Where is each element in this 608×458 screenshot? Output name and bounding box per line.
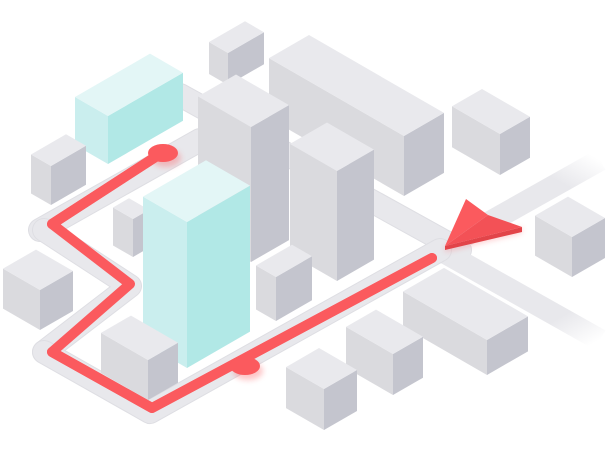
destination-arrow-edge bbox=[445, 227, 522, 250]
building-tall-gray-back bbox=[209, 21, 264, 85]
building-right-face bbox=[572, 217, 605, 277]
building-top-face bbox=[403, 267, 528, 340]
building-right-face bbox=[228, 32, 264, 85]
building-left-face bbox=[209, 42, 228, 85]
building-right-face bbox=[404, 112, 444, 196]
building-right-face bbox=[324, 369, 357, 430]
building-left-face bbox=[101, 332, 148, 400]
building-top-face bbox=[286, 348, 357, 389]
building-top-face bbox=[290, 122, 374, 171]
building-top-face bbox=[3, 249, 73, 290]
building-right-face bbox=[187, 185, 250, 368]
building-left-face bbox=[452, 106, 500, 175]
building-top-face bbox=[452, 88, 530, 134]
building-tall-gray-2 bbox=[290, 122, 374, 281]
start-marker-icon bbox=[148, 144, 178, 162]
building-left-face bbox=[403, 291, 487, 375]
road-right-lower bbox=[434, 240, 606, 350]
building-small-center bbox=[256, 244, 312, 321]
building-cube-lower-left bbox=[3, 249, 73, 330]
building-top-face bbox=[31, 134, 86, 166]
building-right-face bbox=[40, 270, 73, 330]
building-cube-mid-right bbox=[346, 309, 423, 395]
building-top-face bbox=[113, 198, 149, 219]
building-cube-right bbox=[535, 196, 605, 277]
building-tall-teal bbox=[143, 160, 250, 368]
buildings bbox=[3, 21, 605, 430]
building-left-face bbox=[346, 326, 393, 395]
building-left-face bbox=[290, 143, 337, 281]
building-cube-bottom-mid bbox=[286, 348, 357, 430]
building-left-face bbox=[535, 215, 572, 277]
building-top-face bbox=[101, 315, 178, 360]
building-cube-bottom-left bbox=[101, 315, 178, 400]
building-left-face bbox=[256, 265, 276, 321]
building-right-face bbox=[487, 316, 528, 375]
building-top-face bbox=[209, 21, 264, 53]
building-top-face bbox=[269, 35, 444, 136]
building-right-face bbox=[276, 256, 312, 321]
route-path-start bbox=[47, 149, 165, 229]
building-cube-left bbox=[31, 134, 86, 205]
route-path-front bbox=[47, 253, 437, 413]
building-top-face bbox=[346, 309, 423, 354]
building-left-face bbox=[113, 207, 133, 257]
building-top-face bbox=[143, 160, 250, 222]
building-left-face bbox=[286, 367, 324, 430]
building-top-face bbox=[75, 53, 183, 116]
building-long-low bbox=[403, 267, 528, 375]
route-markers bbox=[47, 144, 522, 413]
midpoint-marker-icon bbox=[230, 357, 260, 375]
building-left-face bbox=[31, 154, 51, 205]
building-right-face bbox=[251, 105, 289, 262]
building-cube-right-top bbox=[452, 88, 530, 175]
building-top-face bbox=[198, 74, 289, 127]
building-right-face bbox=[393, 336, 423, 395]
building-right-face bbox=[337, 149, 374, 281]
destination-arrow-lower-face bbox=[445, 215, 522, 246]
building-right-face bbox=[148, 342, 178, 400]
building-left-face bbox=[3, 268, 40, 330]
building-right-face bbox=[108, 72, 183, 164]
building-top-face bbox=[535, 196, 605, 237]
building-right-face bbox=[500, 116, 530, 175]
building-right-face bbox=[51, 145, 86, 205]
building-left-face bbox=[143, 196, 187, 368]
destination-arrow-icon bbox=[445, 199, 488, 246]
building-top-face bbox=[256, 244, 312, 277]
